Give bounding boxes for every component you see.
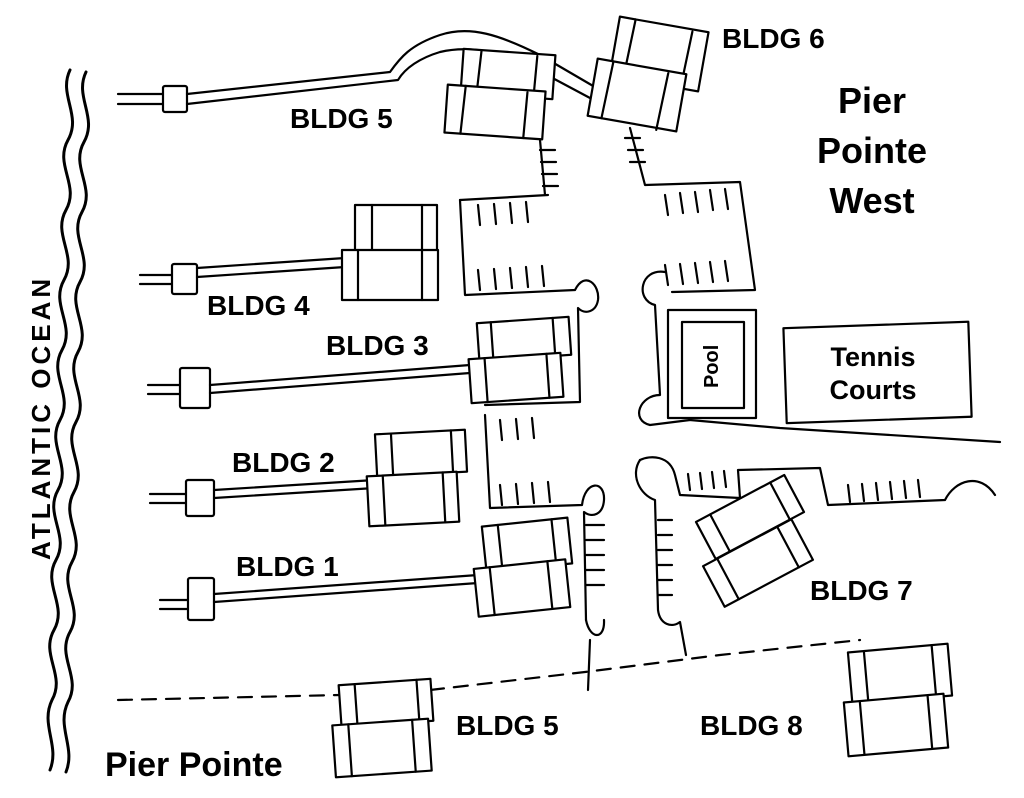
building-5-south [331,677,435,779]
building-5-north [443,47,557,141]
shoreline [46,68,90,774]
building-4 [340,203,440,302]
bldg-4-label: BLDG 4 [207,290,310,321]
building-2 [365,428,469,528]
bldg-5-south-label: BLDG 5 [456,710,559,741]
building-1 [472,516,574,618]
bldg-5-north-label: BLDG 5 [290,103,393,134]
tennis-label-line1: Tennis [830,342,915,372]
pier-pointe-label: Pier Pointe [105,746,283,784]
bldg-1-label: BLDG 1 [236,551,339,582]
bldg-2-label: BLDG 2 [232,447,335,478]
bldg-3-label: BLDG 3 [326,330,429,361]
bldg-8-label: BLDG 8 [700,710,803,741]
building-8 [842,642,954,758]
beach-walkways [116,29,602,622]
ocean-label: ATLANTIC OCEAN [26,275,56,560]
tennis-label-line2: Courts [830,375,917,405]
pier-pointe-west-line3: West [829,180,914,221]
building-7 [694,473,815,608]
bldg-6-label: BLDG 6 [722,23,825,54]
pool-label: Pool [701,345,723,388]
bldg-7-label: BLDG 7 [810,575,913,606]
pier-pointe-west-line1: Pier [838,80,906,121]
building-6 [586,15,710,133]
pool [666,308,758,420]
pier-pointe-west-line2: Pointe [817,130,927,171]
parking-lots [458,126,1002,692]
tennis-courts [782,320,973,425]
building-3 [467,315,573,405]
property-line [116,638,862,702]
